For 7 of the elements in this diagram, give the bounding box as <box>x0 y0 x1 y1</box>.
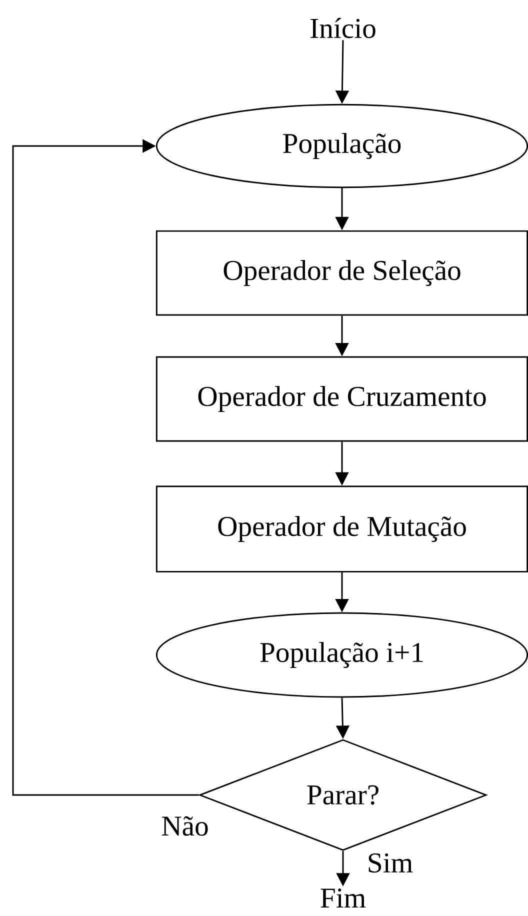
arrow <box>12 139 199 796</box>
terminal-text: Início <box>310 18 376 38</box>
process-box: Operador de Seleção <box>156 230 528 316</box>
process-box: Operador de Mutação <box>156 486 528 572</box>
edge-label: Sim <box>368 853 413 873</box>
process-box: Operador de Cruzamento <box>156 356 528 442</box>
terminal-text: Fim <box>320 888 366 908</box>
